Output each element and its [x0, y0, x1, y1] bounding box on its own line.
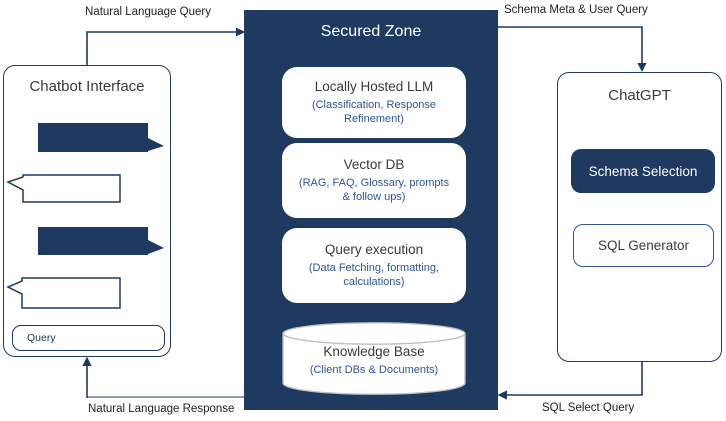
- module-title: Query execution: [324, 241, 424, 257]
- schema-selection-label: Schema Selection: [588, 163, 698, 179]
- arrowhead-left-icon: [497, 390, 507, 400]
- schema-selection-button: Schema Selection: [571, 149, 715, 193]
- module-title: Locally Hosted LLM: [314, 78, 434, 94]
- module-title: Vector DB: [343, 156, 405, 172]
- chatbot-interface-title: Chatbot Interface: [29, 78, 145, 95]
- module-subtitle: (RAG, FAQ, Glossary, prompts & follow up…: [298, 176, 450, 203]
- label-natural-language-query: Natural Language Query: [85, 6, 211, 18]
- arrow-schema-meta-user-query: [498, 26, 643, 63]
- module-vector-db: Vector DB (RAG, FAQ, Glossary, prompts &…: [282, 143, 466, 218]
- module-query-execution: Query execution (Data Fetching, formatti…: [282, 228, 466, 303]
- chatgpt-title: ChatGPT: [608, 87, 671, 104]
- module-subtitle: (Data Fetching, formatting, calculations…: [308, 261, 440, 288]
- label-schema-meta-user-query: Schema Meta & User Query: [504, 4, 648, 16]
- secured-zone-panel: Secured Zone Locally Hosted LLM (Classif…: [244, 10, 498, 410]
- secured-zone-title: Secured Zone: [320, 23, 422, 40]
- knowledge-base-subtitle: (Client DBs & Documents): [309, 363, 439, 376]
- arrowhead-up-icon: [82, 356, 92, 366]
- knowledge-base-title: Knowledge Base: [323, 344, 425, 359]
- query-input-value: Query: [27, 332, 56, 344]
- chat-bubble-incoming-1: [6, 174, 121, 203]
- database-cylinder-icon: [282, 322, 466, 395]
- chat-bubble-outgoing-2: [38, 227, 164, 255]
- arrowhead-right-icon: [236, 27, 246, 37]
- label-natural-language-response: Natural Language Response: [88, 403, 235, 415]
- knowledge-base-cylinder: Knowledge Base (Client DBs & Documents): [282, 322, 466, 395]
- sql-generator-label: SQL Generator: [597, 238, 690, 253]
- query-input: Query: [12, 325, 165, 351]
- sql-generator-box: SQL Generator: [573, 224, 714, 267]
- chat-bubble-incoming-2: [6, 277, 121, 309]
- arrow-natural-language-query: [86, 31, 236, 65]
- module-subtitle: (Classification, Response Refinement): [311, 98, 437, 125]
- chat-bubble-outgoing-1: [38, 123, 164, 152]
- chatbot-interface-box: Chatbot Interface: [3, 65, 171, 357]
- arrowhead-down-icon: [637, 63, 647, 72]
- chatgpt-box: ChatGPT Schema Selection SQL Generator: [557, 72, 722, 362]
- arrow-sql-select-query: [507, 362, 643, 396]
- label-sql-select-query: SQL Select Query: [542, 402, 635, 414]
- knowledge-base-text: Knowledge Base (Client DBs & Documents): [282, 344, 466, 377]
- module-locally-hosted-llm: Locally Hosted LLM (Classification, Resp…: [282, 67, 466, 138]
